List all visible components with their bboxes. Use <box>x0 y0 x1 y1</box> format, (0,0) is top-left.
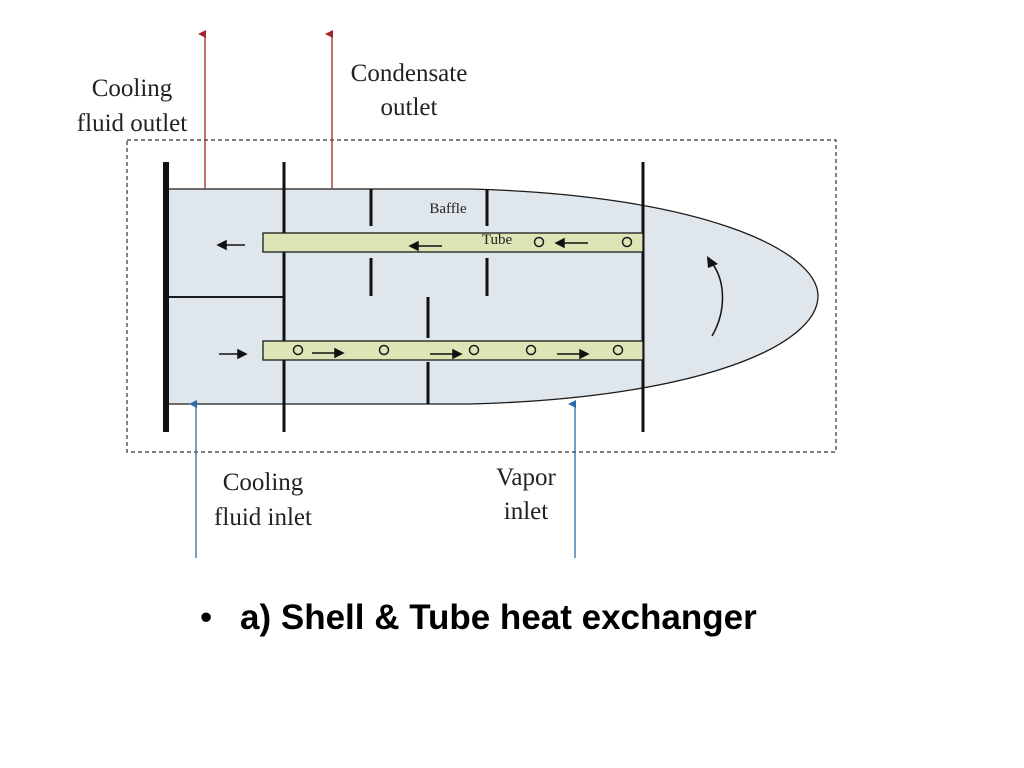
return-flow-arrow <box>707 256 724 337</box>
label-vapor-inlet-2: inlet <box>504 498 548 525</box>
label-tube: Tube <box>482 232 513 248</box>
vapor-bubbles <box>292 236 633 356</box>
label-vapor-inlet-1: Vapor <box>496 464 556 491</box>
label-cooling-outlet-1: Cooling <box>92 75 173 102</box>
label-condensate-outlet-1: Condensate <box>351 60 468 87</box>
slide-caption: • a) Shell & Tube heat exchanger <box>200 598 920 638</box>
flow-arrows-lower <box>219 347 590 360</box>
heat-exchanger-diagram: Cooling fluid outlet Condensate outlet B… <box>77 30 837 558</box>
tube-upper <box>262 232 644 253</box>
caption-text: a) Shell & Tube heat exchanger <box>240 598 757 637</box>
label-condensate-outlet-2: outlet <box>381 94 438 121</box>
label-cooling-outlet-2: fluid outlet <box>77 110 187 137</box>
label-cooling-inlet-2: fluid inlet <box>214 504 312 531</box>
bullet: • <box>200 598 213 637</box>
label-baffle: Baffle <box>429 201 467 217</box>
flow-arrows-upper <box>216 237 588 252</box>
label-cooling-inlet-1: Cooling <box>223 469 304 496</box>
system-boundary <box>126 139 837 453</box>
